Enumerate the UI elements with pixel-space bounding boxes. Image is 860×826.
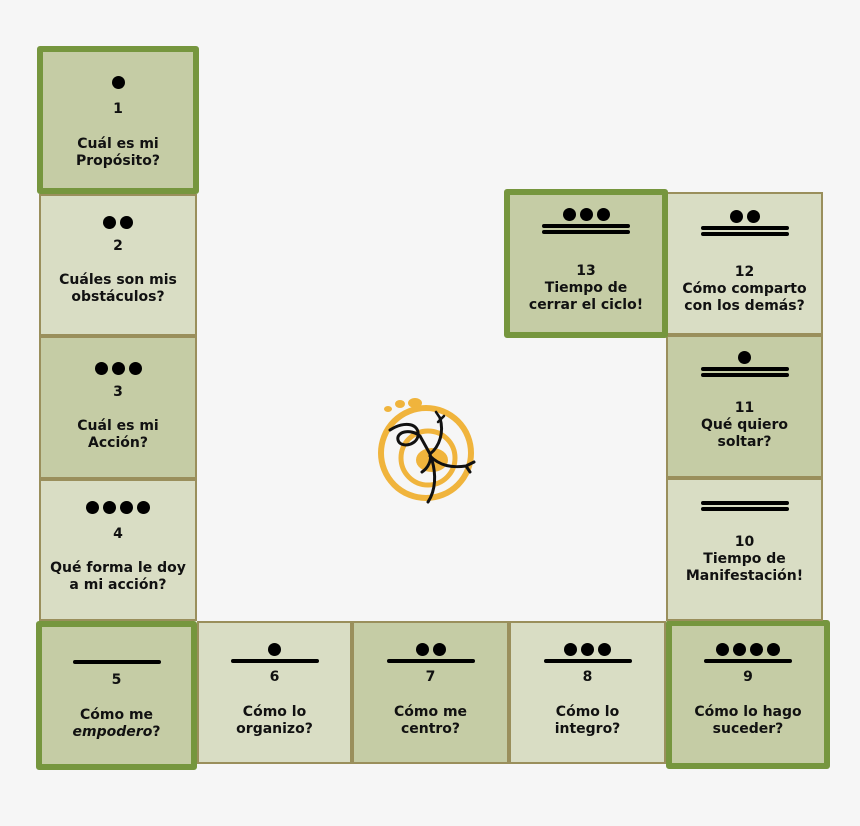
- three-dots-two-bars-icon: [510, 208, 662, 234]
- cell-5: 5 Cómo me empodero?: [36, 621, 197, 770]
- two-dots-two-bars-icon: [668, 210, 821, 236]
- cell-number: 4: [113, 526, 123, 542]
- bar-icon: [42, 657, 191, 664]
- three-dots-bar-icon: [511, 643, 664, 663]
- cell-number: 7: [425, 669, 436, 685]
- cell-number: 5: [111, 672, 122, 688]
- spiral-figure-logo-icon: [378, 398, 476, 504]
- cell-number: 12: [734, 264, 755, 280]
- cell-number: 6: [269, 669, 280, 685]
- four-dots-bar-icon: [672, 643, 824, 663]
- cell-number: 2: [113, 238, 123, 254]
- one-dot-icon: [43, 76, 193, 89]
- dot-bar-icon: [199, 643, 350, 663]
- cell-number: 8: [582, 669, 593, 685]
- cell-number: 3: [113, 384, 123, 400]
- cell-number: 1: [113, 101, 123, 117]
- two-dots-bar-icon: [354, 643, 507, 663]
- dot-two-bars-icon: [668, 351, 821, 377]
- cell-number: 13: [576, 263, 596, 279]
- two-dots-icon: [41, 216, 195, 229]
- cell-number: 11: [734, 400, 755, 416]
- cell-number: 9: [743, 669, 753, 685]
- four-dots-icon: [41, 501, 195, 514]
- two-bars-icon: [668, 498, 821, 511]
- cell-question: Cómo me empodero?: [72, 707, 161, 740]
- three-dots-icon: [41, 362, 195, 375]
- cell-number: 10: [734, 534, 755, 550]
